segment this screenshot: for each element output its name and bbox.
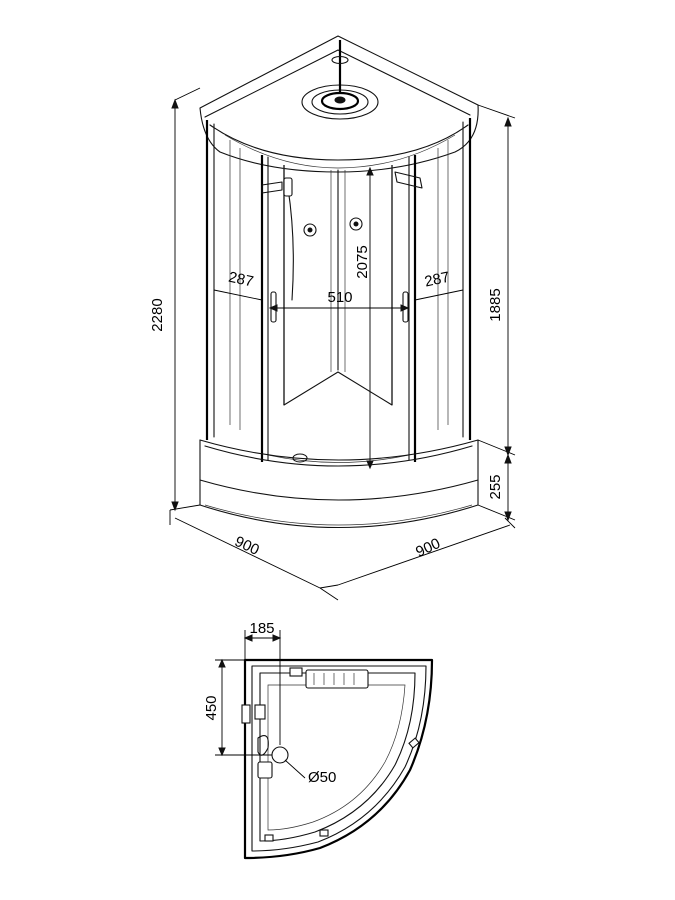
dim-inner-height: 2075 bbox=[354, 245, 371, 278]
cabin-frame bbox=[205, 118, 472, 463]
dim-depth-right: 900 bbox=[413, 535, 443, 561]
dim-side-left: 287 bbox=[227, 269, 255, 291]
dim-overall-height: 2280 bbox=[149, 298, 166, 331]
dim-plan-offset-x: 185 bbox=[249, 620, 274, 637]
dim-drain-diameter: Ø50 bbox=[308, 769, 336, 786]
dim-depth-left: 900 bbox=[232, 533, 262, 559]
shower-tray bbox=[199, 439, 479, 528]
perspective-view: 2280 2075 1885 255 510 287 287 900 900 bbox=[149, 35, 516, 601]
dim-door-width: 510 bbox=[327, 289, 352, 306]
dim-tray-height: 255 bbox=[487, 474, 504, 499]
dim-plan-offset-y: 450 bbox=[203, 695, 220, 720]
outer-dimensions bbox=[169, 87, 516, 601]
dim-wall-height: 1885 bbox=[487, 288, 504, 321]
dim-side-right: 287 bbox=[423, 269, 451, 291]
plan-view: 185 450 Ø50 bbox=[203, 620, 434, 860]
inner-dimensions bbox=[213, 166, 464, 470]
cabin-roof bbox=[199, 35, 479, 173]
